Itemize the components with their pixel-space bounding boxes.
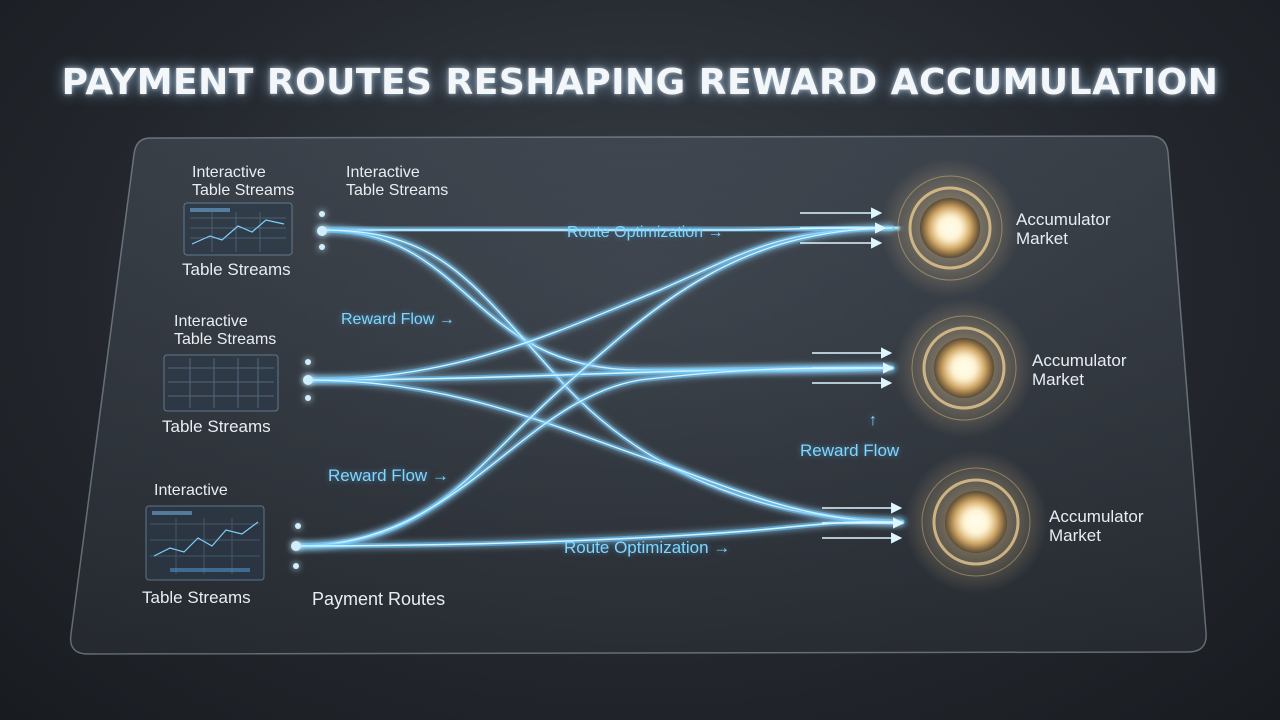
source-3-header: Interactive bbox=[154, 482, 228, 500]
accumulator-3-label-line1: Accumulator bbox=[1049, 507, 1144, 526]
accumulator-3-label: Accumulator Market bbox=[1049, 507, 1143, 545]
source-3-header-line1: Interactive bbox=[154, 482, 228, 499]
accumulator-1-label-line2: Market bbox=[1016, 229, 1068, 249]
accumulator-orb-1 bbox=[880, 158, 1020, 298]
source-node-2-main bbox=[303, 375, 313, 385]
route-source2-to-market1 bbox=[305, 225, 895, 383]
accumulator-1-label: Accumulator Market bbox=[1016, 210, 1110, 248]
route-source2-to-market3 bbox=[305, 377, 905, 525]
payment-routes-label: Payment Routes bbox=[312, 589, 446, 609]
source-2-header: Interactive Table Streams bbox=[174, 313, 276, 349]
flow-top-label: Interactive Table Streams bbox=[346, 164, 448, 200]
market-input-arrows bbox=[800, 207, 905, 544]
source-1-footer: Table Streams bbox=[182, 260, 291, 279]
accumulator-orb-2 bbox=[894, 298, 1034, 438]
source-node-3-b bbox=[293, 563, 299, 569]
accumulator-2-label: Accumulator Market bbox=[1032, 351, 1126, 389]
source-node-3 bbox=[295, 523, 301, 529]
route-optimization-bottom-label: Route Optimization → bbox=[564, 538, 731, 557]
source-3-footer: Table Streams bbox=[142, 588, 251, 607]
source-node-1-main bbox=[317, 226, 327, 236]
source-2-footer: Table Streams bbox=[162, 417, 271, 436]
route-source1-to-market3 bbox=[319, 227, 905, 525]
source-1-header-line2: Table Streams bbox=[192, 181, 295, 199]
reward-flow-label-3: Reward Flow bbox=[800, 441, 900, 460]
reward-flow-label-2: Reward Flow → bbox=[328, 466, 449, 485]
flow-top-label-line2: Table Streams bbox=[346, 181, 449, 199]
accumulator-3-label-line2: Market bbox=[1049, 526, 1101, 546]
flow-top-label-line1: Interactive bbox=[346, 164, 420, 181]
source-2-header-line1: Interactive bbox=[174, 313, 248, 330]
source-node-1-b bbox=[319, 244, 325, 250]
source-node-2 bbox=[305, 359, 311, 365]
route-source3-to-market3 bbox=[295, 519, 905, 549]
source-1-header-line1: Interactive bbox=[192, 164, 266, 181]
source-node-1 bbox=[319, 211, 325, 217]
source-thumbnail-3 bbox=[145, 505, 265, 581]
source-node-3-main bbox=[291, 541, 301, 551]
source-nodes bbox=[291, 211, 327, 569]
accumulator-2-label-line1: Accumulator bbox=[1032, 351, 1127, 370]
accumulator-2-label-line2: Market bbox=[1032, 370, 1084, 390]
accumulator-1-label-line1: Accumulator bbox=[1016, 210, 1111, 229]
page-title: PAYMENT ROUTES RESHAPING REWARD ACCUMULA… bbox=[61, 62, 1219, 103]
source-thumbnail-2 bbox=[163, 354, 279, 412]
source-thumbnail-1 bbox=[183, 202, 293, 256]
accumulator-orb-3 bbox=[904, 450, 1048, 594]
source-1-header: Interactive Table Streams bbox=[192, 164, 294, 200]
source-node-2-b bbox=[305, 395, 311, 401]
reward-flow-label-1: Reward Flow → bbox=[341, 311, 455, 328]
route-optimization-top-label: Route Optimization → bbox=[567, 224, 724, 241]
reward-flow-up-arrow: ↑ bbox=[869, 412, 877, 429]
source-2-header-line2: Table Streams bbox=[174, 330, 277, 348]
